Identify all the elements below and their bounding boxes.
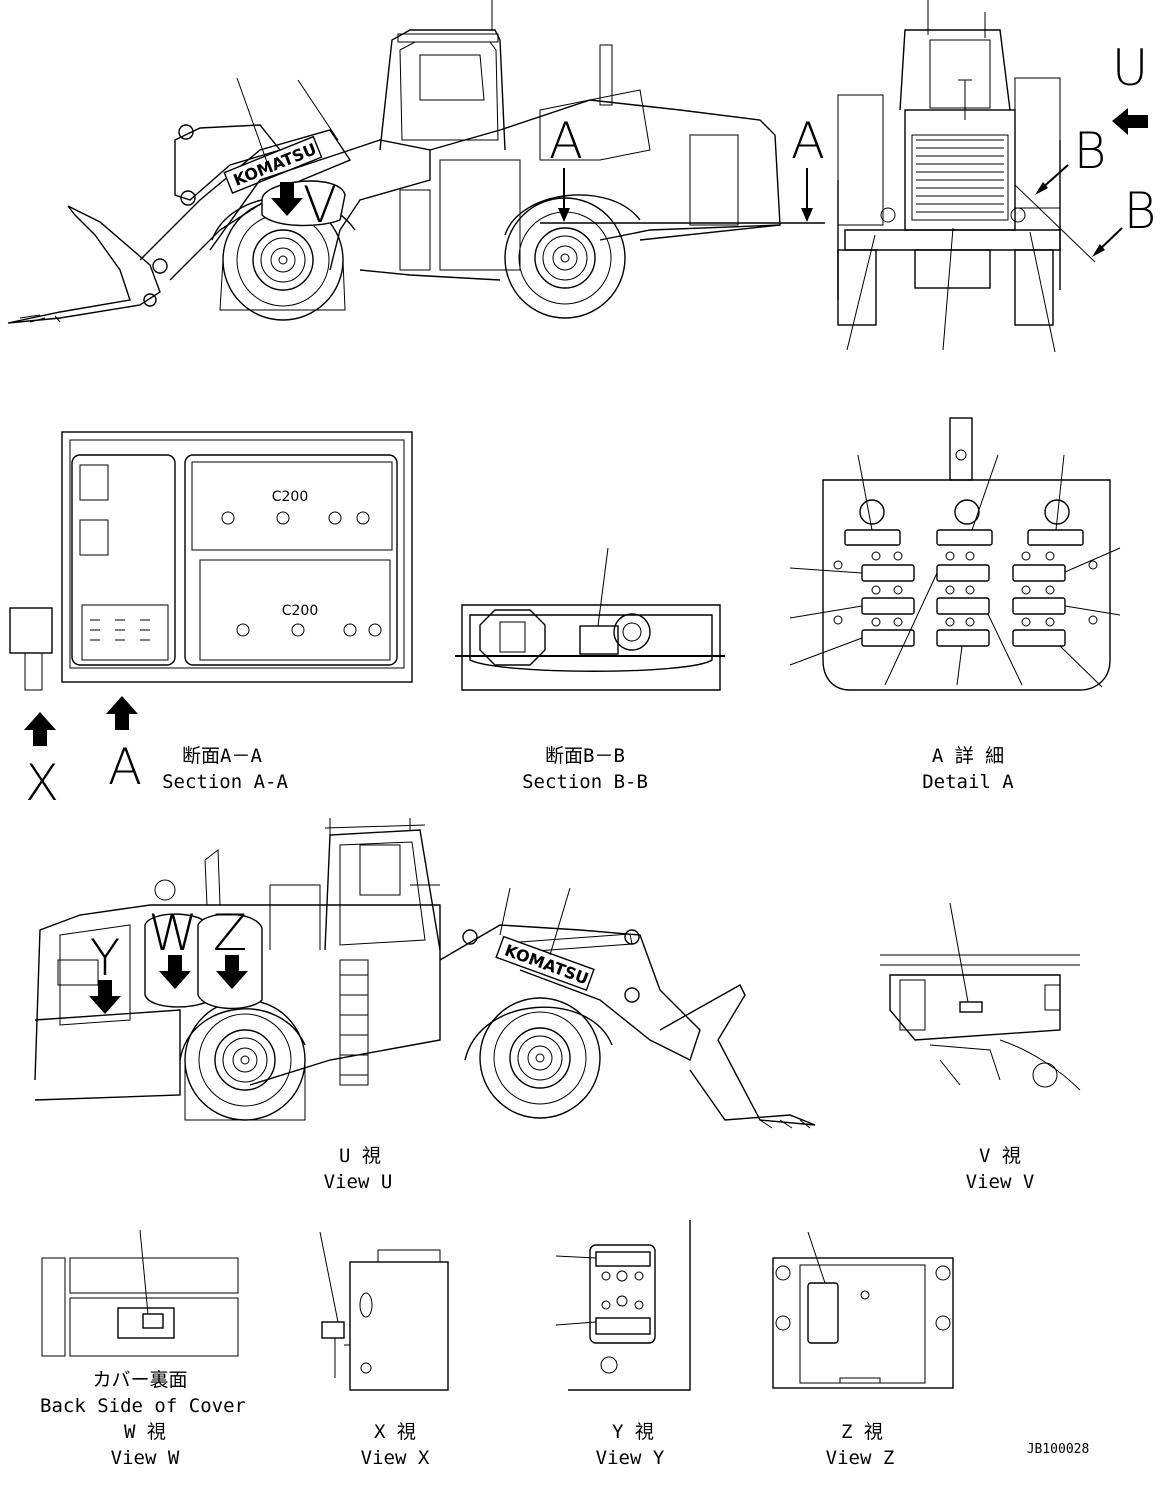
caption-view-v-jp: V 視 [979,1145,1021,1167]
marker-a-section: A [108,738,142,796]
rear-view-loader: U B B [837,0,1157,353]
caption-section-bb-jp: 断面B－B [545,745,625,767]
caption-detail-a-jp: A 詳 細 [932,745,1004,767]
marker-b-lower: B [1124,182,1157,240]
marker-a-right: A [791,112,825,170]
side-view-loader: KOMATSU V A A [7,0,825,324]
caption-view-z-jp: Z 視 [841,1421,883,1443]
battery-label-top: C200 [272,489,309,505]
marker-v: V [303,176,337,234]
caption-view-v-en: View V [966,1171,1035,1193]
caption-section-aa-en: Section A-A [162,771,288,793]
caption-view-x-jp: X 視 [374,1421,416,1443]
section-b-b: 断面B－B Section B-B [455,547,725,793]
view-u-loader: KOMATSU Y W Z U 視 View U [34,818,816,1193]
marker-a-left: A [549,112,583,170]
caption-detail-a-en: Detail A [922,771,1014,793]
caption-view-y-jp: Y 視 [612,1421,654,1443]
marker-u: U [1112,39,1149,97]
caption-view-x-en: View X [361,1447,430,1469]
section-a-a: C200 C200 X A 断面A－A Section A-A [9,431,413,812]
view-y-detail: Y 視 View Y [555,1220,691,1469]
battery-label-bottom: C200 [282,603,319,619]
marker-x: X [25,754,59,812]
view-w-cover: カバー裏面 Back Side of Cover W 視 View W [40,1229,246,1469]
view-x-detail: X 視 View X [319,1231,449,1469]
caption-view-y-en: View Y [596,1447,665,1469]
caption-view-w-jp: W 視 [124,1421,166,1443]
marker-b-upper: B [1074,122,1107,180]
caption-section-aa-jp: 断面A－A [182,745,262,767]
marker-w: W [148,904,197,962]
caption-view-z-en: View Z [826,1447,895,1469]
view-v-detail: V 視 View V [880,902,1081,1193]
caption-cover-en: Back Side of Cover [40,1395,246,1417]
marker-z: Z [213,904,247,962]
caption-view-w-en: View W [111,1447,180,1469]
detail-a: A 詳 細 Detail A [789,417,1121,793]
marker-y: Y [90,929,121,987]
caption-view-u-jp: U 視 [339,1145,381,1167]
drawing-code: JB100028 [1027,1442,1090,1457]
caption-view-u-en: View U [324,1171,393,1193]
caption-section-bb-en: Section B-B [522,771,648,793]
caption-cover-jp: カバー裏面 [92,1369,187,1391]
view-z-detail: Z 視 View Z [772,1231,954,1469]
